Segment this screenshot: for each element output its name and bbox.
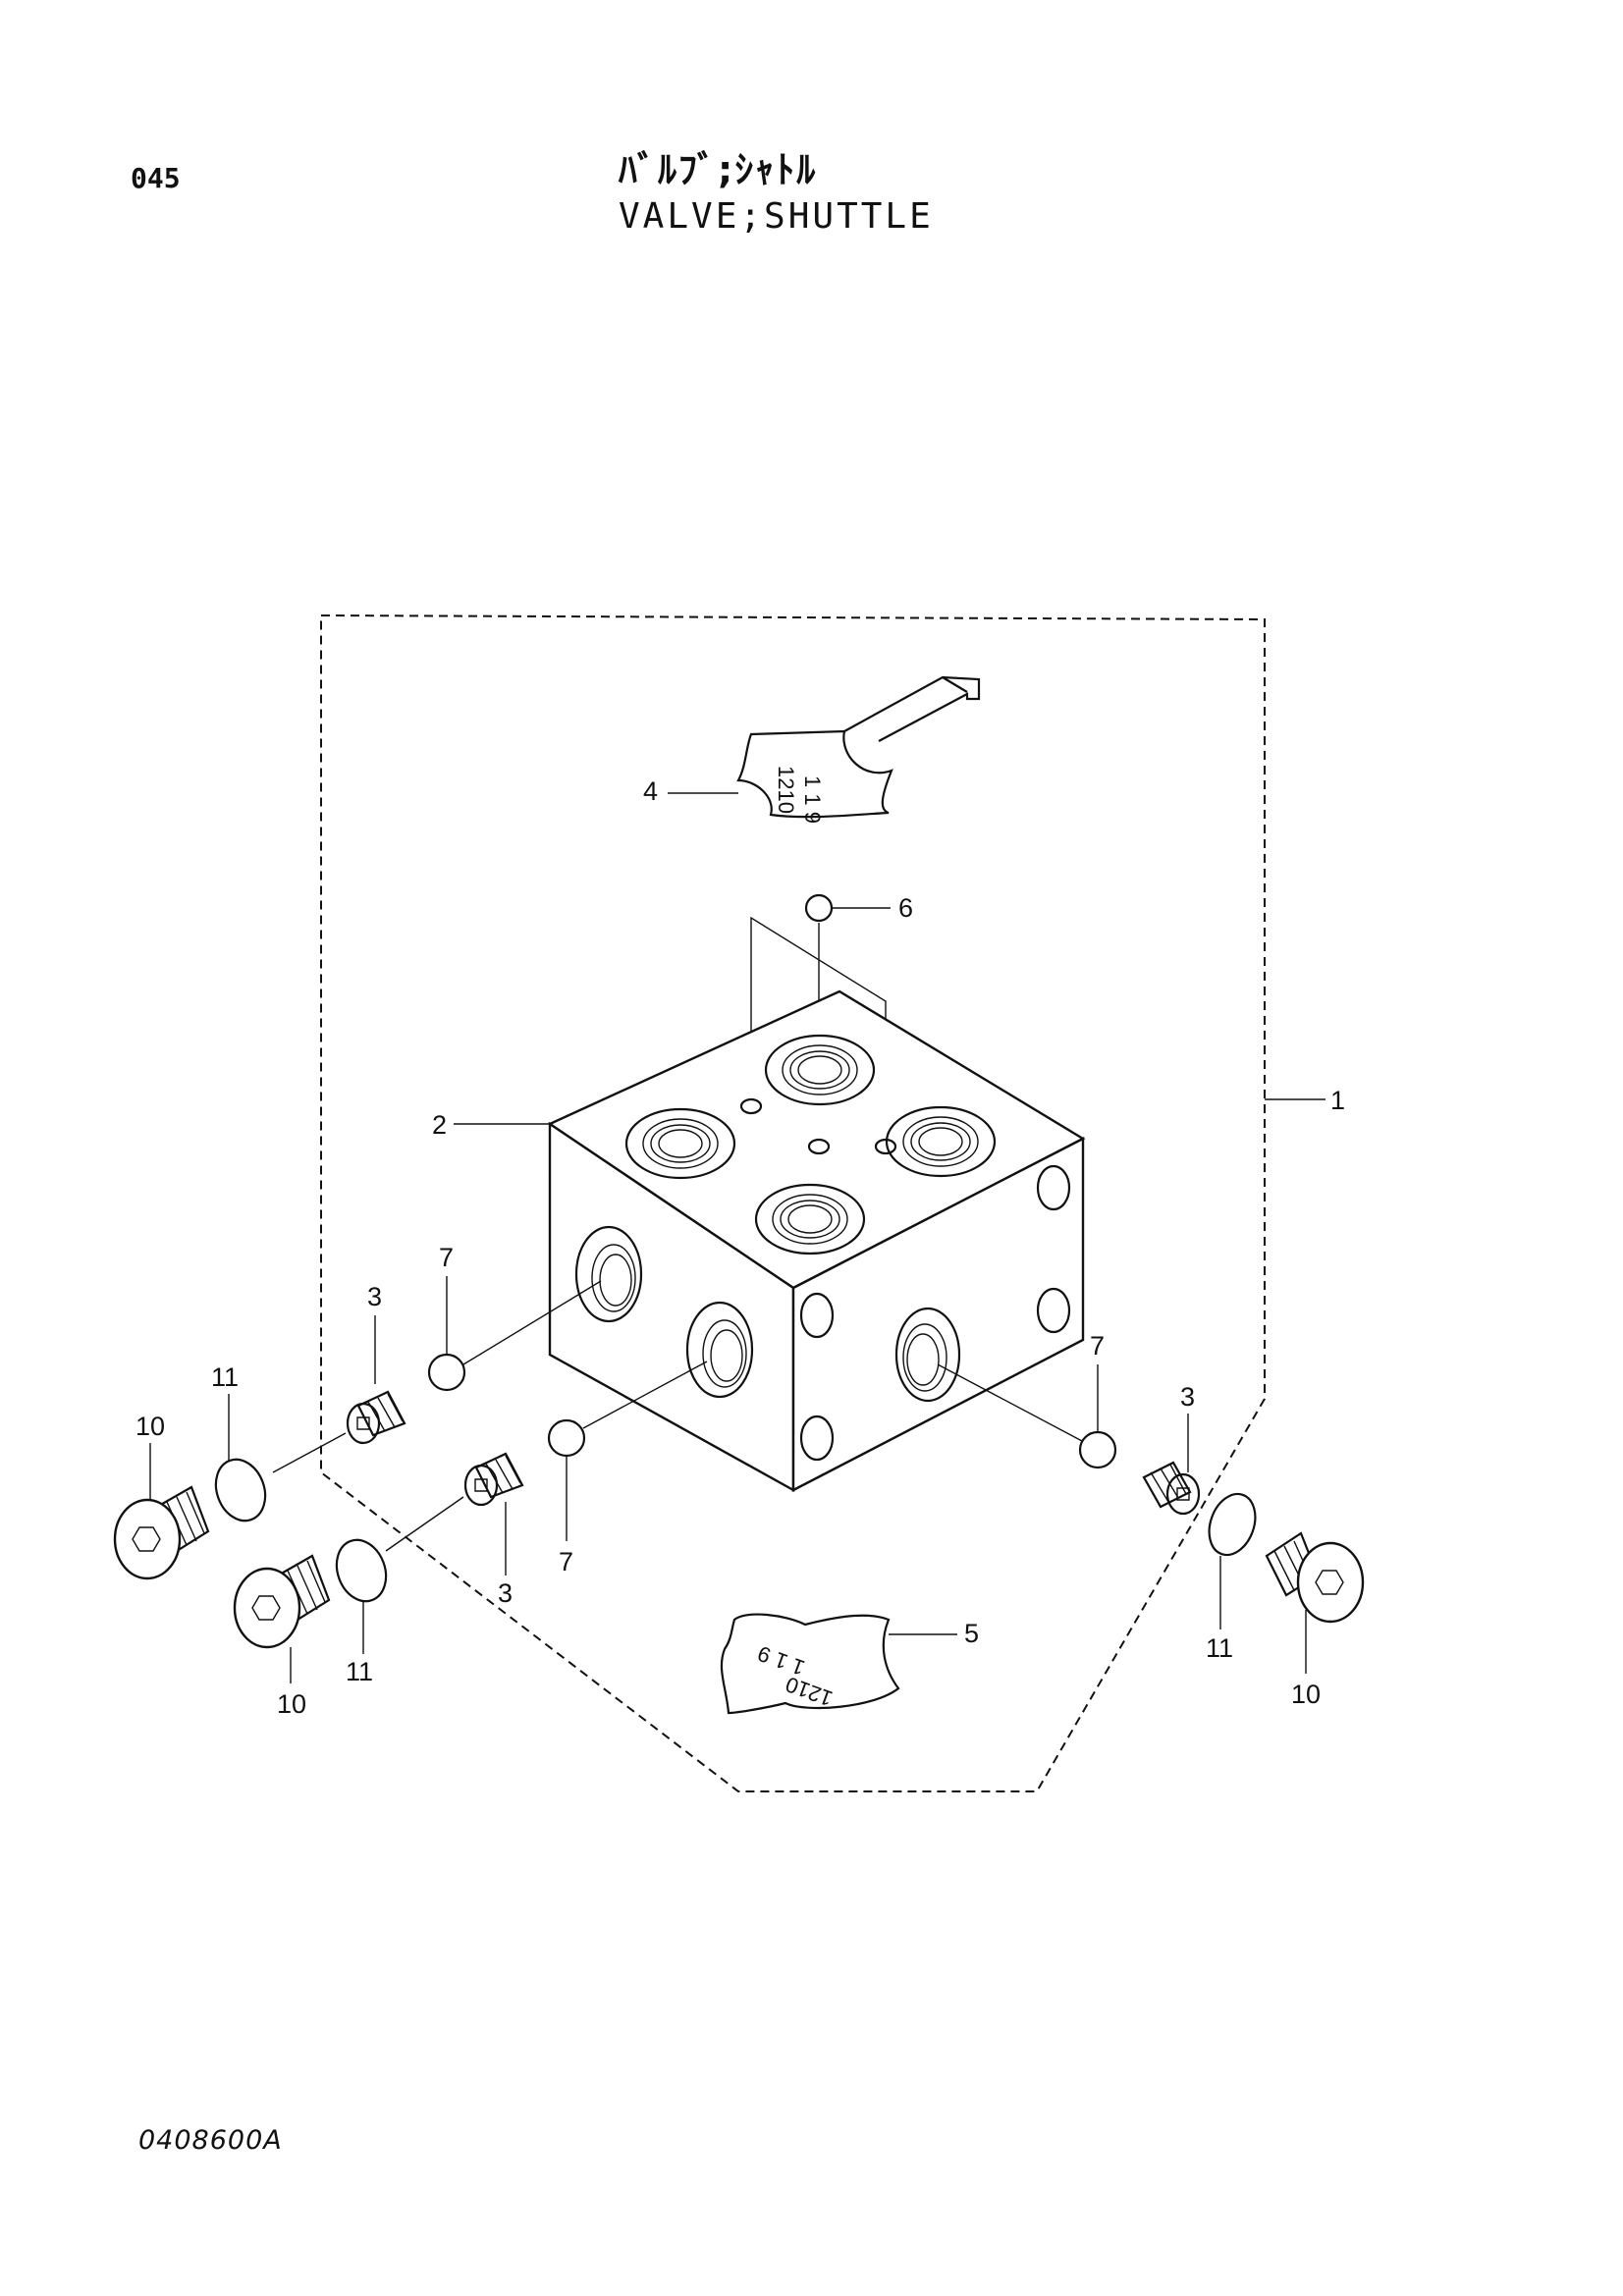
tag-plate-upper-text-1: 1 1 9 xyxy=(800,775,825,824)
o-ring-11-right xyxy=(1208,1492,1257,1557)
callout-3-lower: 3 xyxy=(498,1578,513,1608)
callout-5: 5 xyxy=(964,1619,979,1648)
valve-block-right-face xyxy=(791,1137,1085,1492)
callout-7-right: 7 xyxy=(1090,1331,1105,1361)
plug-10-right xyxy=(1265,1531,1365,1624)
assembly-boundary xyxy=(320,614,1266,1792)
plug-3-right xyxy=(1142,1461,1201,1516)
o-ring-11-lower xyxy=(335,1538,388,1603)
callout-11-lower: 11 xyxy=(346,1657,373,1686)
callout-7-lower-left: 7 xyxy=(559,1547,573,1576)
callout-4: 4 xyxy=(643,776,658,806)
tag-plate-lower: 1 1 9 1210 xyxy=(720,1613,900,1715)
callout-3-right: 3 xyxy=(1180,1382,1195,1412)
tag-plate-upper: 1 1 9 1210 xyxy=(736,675,981,824)
left-face-port-1 xyxy=(574,1225,643,1323)
plug-10-upper xyxy=(113,1485,210,1580)
page-number: 045 xyxy=(131,162,181,194)
top-hole-1 xyxy=(739,1097,763,1115)
plug-3-left-lower xyxy=(463,1452,524,1507)
ball-7-right xyxy=(1078,1430,1117,1469)
leader-7-right-line xyxy=(937,1363,1083,1442)
ball-6 xyxy=(804,893,834,923)
leader-7-upper-left-line xyxy=(462,1280,602,1365)
tag-plate-upper-text-2: 1210 xyxy=(774,766,798,814)
leader-7-lower-left-line xyxy=(582,1361,708,1429)
top-port-left xyxy=(624,1107,736,1180)
right-face-hole-3 xyxy=(1036,1164,1071,1211)
top-hole-3 xyxy=(874,1138,897,1155)
o-ring-11-upper xyxy=(214,1458,267,1522)
callout-10-right: 10 xyxy=(1291,1680,1321,1709)
right-face-port xyxy=(894,1307,961,1403)
title-english: VALVE;SHUTTLE xyxy=(619,196,934,237)
plug-3-left-upper xyxy=(346,1390,406,1445)
leader-3-lower-line xyxy=(385,1496,464,1552)
leader-3-upper-line xyxy=(272,1432,347,1473)
callout-6: 6 xyxy=(898,893,913,923)
top-hole-2 xyxy=(807,1138,831,1155)
top-port-back xyxy=(764,1034,876,1106)
title-japanese: ﾊﾞﾙﾌﾞ;ｼｬﾄﾙ xyxy=(619,148,818,191)
callout-11-right: 11 xyxy=(1206,1633,1233,1663)
right-face-hole-2 xyxy=(799,1415,835,1462)
top-port-front xyxy=(754,1183,866,1255)
ball-7-lower-left xyxy=(547,1418,586,1458)
top-port-right xyxy=(885,1105,997,1178)
callout-11-upper: 11 xyxy=(211,1362,239,1392)
right-face-hole-1 xyxy=(799,1292,835,1339)
callout-10-upper: 10 xyxy=(135,1412,165,1441)
tag-plate-lower-text-1: 1 1 9 xyxy=(754,1641,808,1681)
figure-code: 0408600A xyxy=(138,2125,283,2156)
callout-3-upper: 3 xyxy=(367,1282,382,1311)
callout-1: 1 xyxy=(1330,1086,1345,1115)
right-face-hole-4 xyxy=(1036,1287,1071,1334)
valve-block xyxy=(547,989,1086,1493)
callout-7-upper-left: 7 xyxy=(439,1243,454,1272)
ball-7-upper-left xyxy=(427,1353,466,1392)
callout-2: 2 xyxy=(432,1110,447,1140)
left-face-port-2 xyxy=(685,1301,754,1399)
callout-10-lower: 10 xyxy=(277,1689,306,1719)
plug-10-lower xyxy=(233,1554,331,1649)
